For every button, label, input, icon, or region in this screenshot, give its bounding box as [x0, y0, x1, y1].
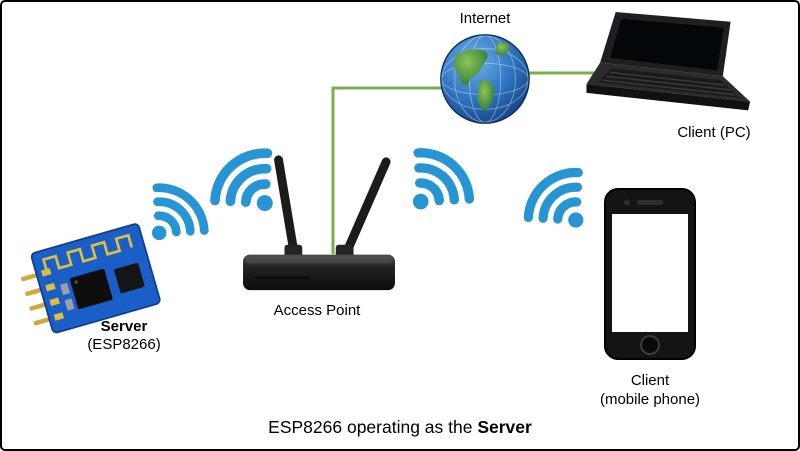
client-mobile-sublabel: (mobile phone): [599, 391, 701, 408]
wifi-signal-icon-phone: [500, 142, 613, 255]
caption-bold: Server: [477, 417, 532, 437]
client-pc-label: Client (PC): [677, 124, 751, 141]
caption: ESP8266 operating as the Server: [2, 417, 798, 438]
access-point-icon: [235, 150, 403, 298]
smartphone-icon: [604, 188, 696, 360]
internet-globe-icon: [439, 33, 531, 125]
wifi-signal-icon-ap-left: [185, 121, 304, 240]
wifi-signal-icon-ap-right: [383, 121, 499, 237]
client-mobile-label: Client: [630, 372, 670, 389]
esp8266-board-icon: [13, 213, 170, 346]
wifi-signal-icon-esp: [124, 158, 231, 265]
access-point-label: Access Point: [273, 302, 361, 319]
laptop-icon: [584, 12, 774, 124]
caption-text: ESP8266 operating as the: [268, 417, 478, 437]
server-label: Server: [100, 318, 148, 335]
internet-label: Internet: [459, 10, 511, 27]
server-sublabel: (ESP8266): [87, 336, 161, 353]
